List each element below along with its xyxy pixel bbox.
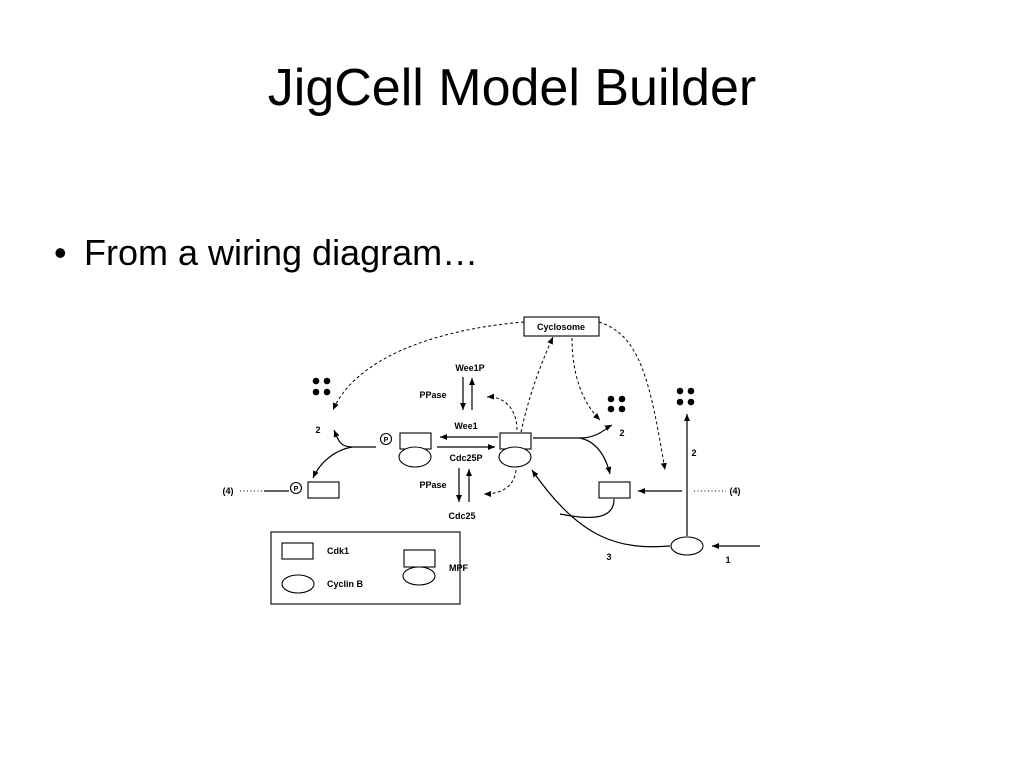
- cyclosome-label: Cyclosome: [537, 322, 585, 332]
- degradation-dots-mid: [607, 395, 626, 413]
- wee1p-label: Wee1P: [455, 363, 484, 373]
- phospho-badge-bottom: [289, 481, 303, 495]
- left-to-pcdk-arrow: [312, 446, 353, 479]
- legend-mpf-rect: [403, 549, 436, 568]
- degradation-dots-right: [676, 387, 695, 406]
- inactive-mpf-complex: [398, 432, 432, 468]
- num-2-left: 2: [315, 425, 320, 435]
- cyclosome-to-right-degradation: [598, 321, 667, 471]
- bullet-item: • From a wiring diagram…: [54, 232, 478, 274]
- phospho-cdk1-node: [307, 481, 340, 499]
- phospho-badge-top-label: P: [384, 437, 389, 444]
- num-3: 3: [606, 552, 611, 562]
- mpf-to-wee1-phosphorylation: [486, 393, 518, 431]
- cdc25-label: Cdc25: [448, 511, 475, 521]
- legend-mpf-label: MPF: [449, 563, 469, 573]
- free-cyclin-b-node: [670, 536, 704, 556]
- slide-title: JigCell Model Builder: [267, 59, 757, 117]
- free-cdk1-node: [598, 481, 631, 499]
- cyclosome-to-left-degradation: [332, 321, 525, 411]
- mid-degradation-arrow: [533, 424, 613, 439]
- phospho-badge-bottom-label: P: [294, 486, 299, 493]
- num-2-right: 2: [691, 448, 696, 458]
- ppase-top-label: PPase: [419, 390, 446, 400]
- legend-box: Cdk1 Cyclin B MPF: [270, 531, 469, 605]
- wee1-label: Wee1: [454, 421, 477, 431]
- phospho-badge-top: [379, 432, 393, 446]
- active-mpf-complex: [498, 432, 532, 468]
- num-4-right: (4): [730, 486, 741, 496]
- cyclosome-node: Cyclosome: [523, 316, 600, 337]
- bullet-text: From a wiring diagram…: [84, 232, 479, 273]
- cdc25p-label: Cdc25P: [449, 453, 482, 463]
- mpf-to-cyclosome: [520, 336, 554, 433]
- num-2-mid: 2: [619, 428, 624, 438]
- legend-cdk1-label: Cdk1: [327, 546, 349, 556]
- legend-mpf-ellipse: [402, 566, 436, 586]
- bullet-dot: •: [54, 232, 67, 273]
- cyclosome-to-mid-degradation: [571, 337, 601, 421]
- degradation-dots-left: [312, 377, 331, 396]
- legend-cdk1-swatch: [281, 542, 314, 560]
- cdk-to-assembly-line: [559, 498, 615, 519]
- legend-cyclin-swatch: [281, 574, 315, 594]
- ppase-bottom-label: PPase: [419, 480, 446, 490]
- cyclin-assembly-arrow: [531, 469, 671, 548]
- mpf-to-cdc25-activation: [483, 469, 517, 497]
- legend-cyclin-label: Cyclin B: [327, 579, 364, 589]
- left-degradation-arrow: [333, 429, 376, 448]
- active-to-free-cdk-arrow: [579, 437, 612, 475]
- num-1: 1: [725, 555, 730, 565]
- num-4-left: (4): [223, 486, 234, 496]
